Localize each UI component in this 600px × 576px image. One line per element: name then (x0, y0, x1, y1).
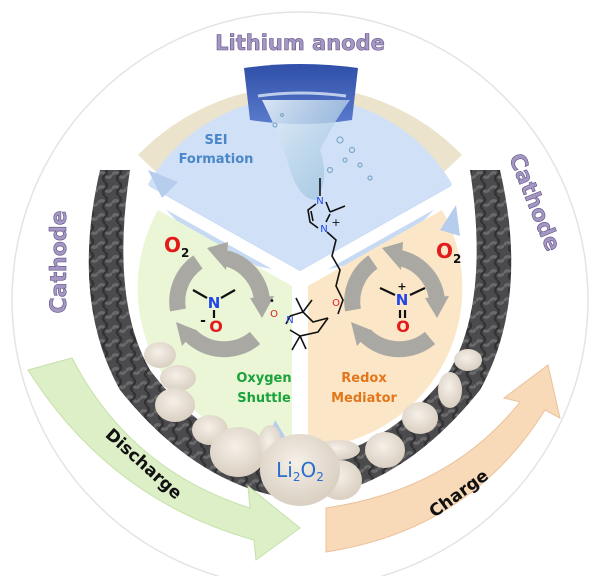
anode-band (138, 86, 462, 185)
right-cycle-arrows (344, 250, 445, 358)
imid-charge: + (331, 216, 340, 229)
right-n-atom: N (396, 291, 409, 309)
li2o2-label: Li2O2 (276, 458, 324, 484)
oxygen-shuttle-line2: Shuttle (237, 391, 291, 406)
discharge-arrow (27, 357, 301, 561)
imid-n2: N (320, 224, 327, 235)
left-cycle-arrowheads (176, 242, 274, 346)
anode-label: Lithium anode (215, 31, 385, 55)
redox-mediator-line2: Mediator (331, 391, 397, 406)
right-cycle-arrowheads (351, 242, 449, 346)
tempo-o: O (270, 309, 278, 320)
radical-dot: • (269, 296, 275, 307)
left-o-charge: - (200, 313, 206, 329)
charge-arrow (325, 364, 561, 553)
cathode-left-label: Cathode (47, 211, 72, 314)
right-o-atom: O (396, 317, 410, 336)
sei-label-line2: Formation (179, 152, 254, 167)
left-nitroxide (192, 289, 236, 318)
left-cycle-arrows (169, 250, 270, 358)
lithium-anode-image (244, 64, 373, 200)
divider-left (137, 182, 303, 284)
right-o2-label: O2 (436, 239, 461, 266)
left-o-atom: O (209, 317, 223, 336)
imid-n1: N (316, 196, 323, 207)
divider-right (297, 182, 463, 284)
right-oxoammonium (379, 287, 426, 318)
sei-label-line1: SEI (204, 133, 227, 148)
left-o2-label: O2 (164, 233, 189, 260)
redox-arrowhead (440, 205, 460, 236)
right-n-charge: + (397, 280, 406, 293)
redox-mediator-line1: Redox (341, 371, 387, 386)
li2o2-main-disc (260, 434, 340, 506)
tempo-n: N (286, 315, 293, 326)
ether-o: O (332, 298, 340, 309)
sei-arrowhead (148, 170, 178, 198)
central-molecule (285, 178, 346, 351)
left-n-atom: N (208, 294, 221, 312)
oxygen-shuttle-line1: Oxygen (236, 371, 291, 386)
